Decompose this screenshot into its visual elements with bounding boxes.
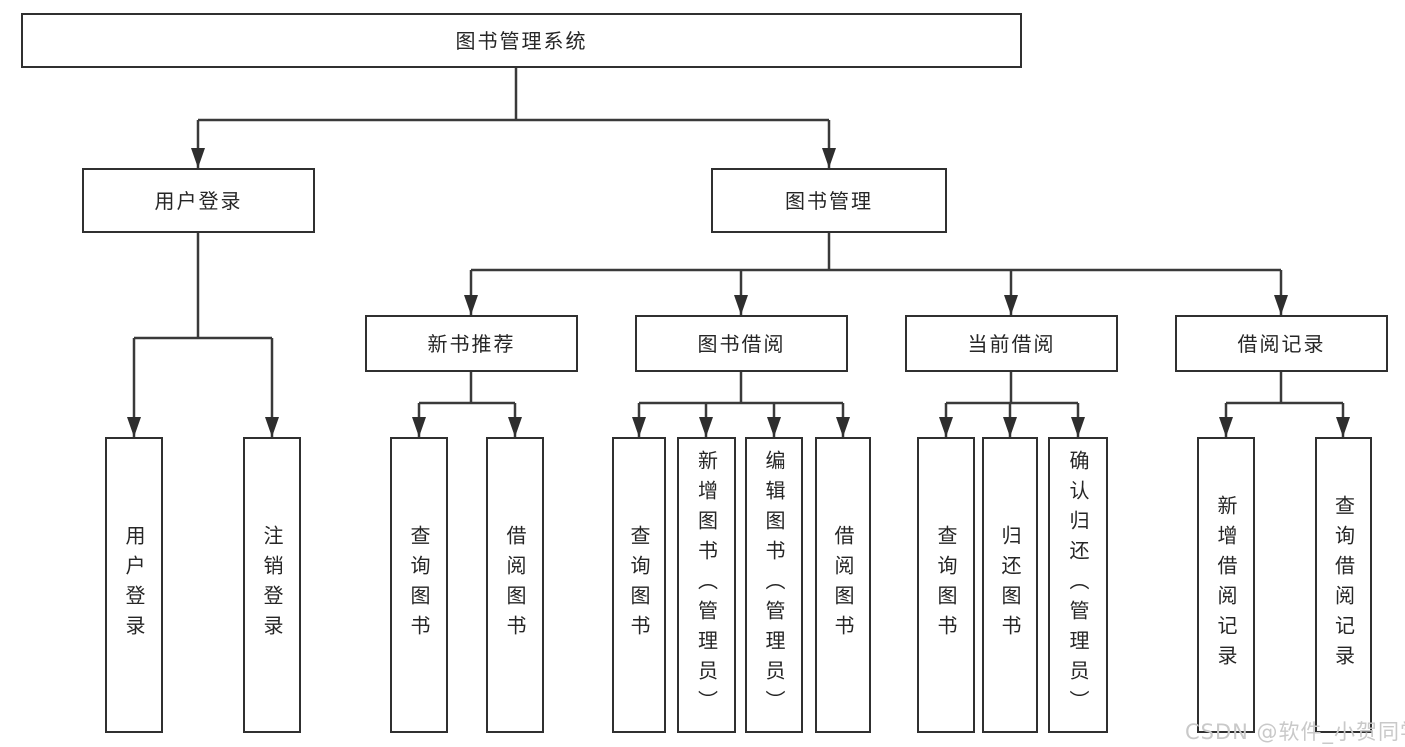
node-label: 确认归还（管理员） xyxy=(1066,450,1090,720)
node-label: 图书管理系统 xyxy=(455,28,588,53)
node-label: 用户登录 xyxy=(122,525,146,645)
node-label: 新书推荐 xyxy=(427,331,516,356)
node-book-borrow: 图书借阅 xyxy=(635,315,848,372)
node-leaf-return-books: 归还图书 xyxy=(982,437,1038,733)
node-current-borrow: 当前借阅 xyxy=(905,315,1118,372)
node-label: 新增借阅记录 xyxy=(1214,495,1238,675)
node-leaf-borrow-books-2: 借阅图书 xyxy=(815,437,871,733)
node-leaf-logout: 注销登录 xyxy=(243,437,301,733)
node-label: 用户登录 xyxy=(154,188,243,213)
node-label: 查询图书 xyxy=(934,525,958,645)
node-leaf-confirm-return-admin: 确认归还（管理员） xyxy=(1048,437,1108,733)
node-label: 当前借阅 xyxy=(967,331,1056,356)
node-book-management: 图书管理 xyxy=(711,168,947,233)
node-leaf-query-books-1: 查询图书 xyxy=(390,437,448,733)
node-label: 查询借阅记录 xyxy=(1331,495,1356,675)
node-leaf-query-borrow-record: 查询借阅记录 xyxy=(1315,437,1372,733)
node-system-root: 图书管理系统 xyxy=(21,13,1022,68)
node-leaf-borrow-books-1: 借阅图书 xyxy=(486,437,544,733)
watermark: CSDN @软件_小贺同学 xyxy=(1185,720,1405,744)
node-leaf-query-books-3: 查询图书 xyxy=(917,437,975,733)
node-label: 注销登录 xyxy=(260,525,284,645)
node-label: 新增图书（管理员） xyxy=(694,450,719,720)
node-label: 图书借阅 xyxy=(697,331,786,356)
node-user-login: 用户登录 xyxy=(82,168,315,233)
node-leaf-edit-books-admin: 编辑图书（管理员） xyxy=(745,437,803,733)
node-label: 编辑图书（管理员） xyxy=(762,450,786,720)
node-label: 查询图书 xyxy=(407,525,431,645)
node-leaf-add-borrow-record: 新增借阅记录 xyxy=(1197,437,1255,733)
node-label: 借阅图书 xyxy=(503,525,527,645)
node-leaf-user-login: 用户登录 xyxy=(105,437,163,733)
node-borrow-records: 借阅记录 xyxy=(1175,315,1388,372)
node-label: 图书管理 xyxy=(785,188,873,213)
node-leaf-query-books-2: 查询图书 xyxy=(612,437,666,733)
node-new-book-recommend: 新书推荐 xyxy=(365,315,578,372)
node-leaf-add-books-admin: 新增图书（管理员） xyxy=(677,437,736,733)
node-label: 归还图书 xyxy=(998,525,1022,645)
node-label: 借阅图书 xyxy=(831,525,855,645)
node-label: 借阅记录 xyxy=(1237,331,1326,356)
node-label: 查询图书 xyxy=(627,525,651,645)
